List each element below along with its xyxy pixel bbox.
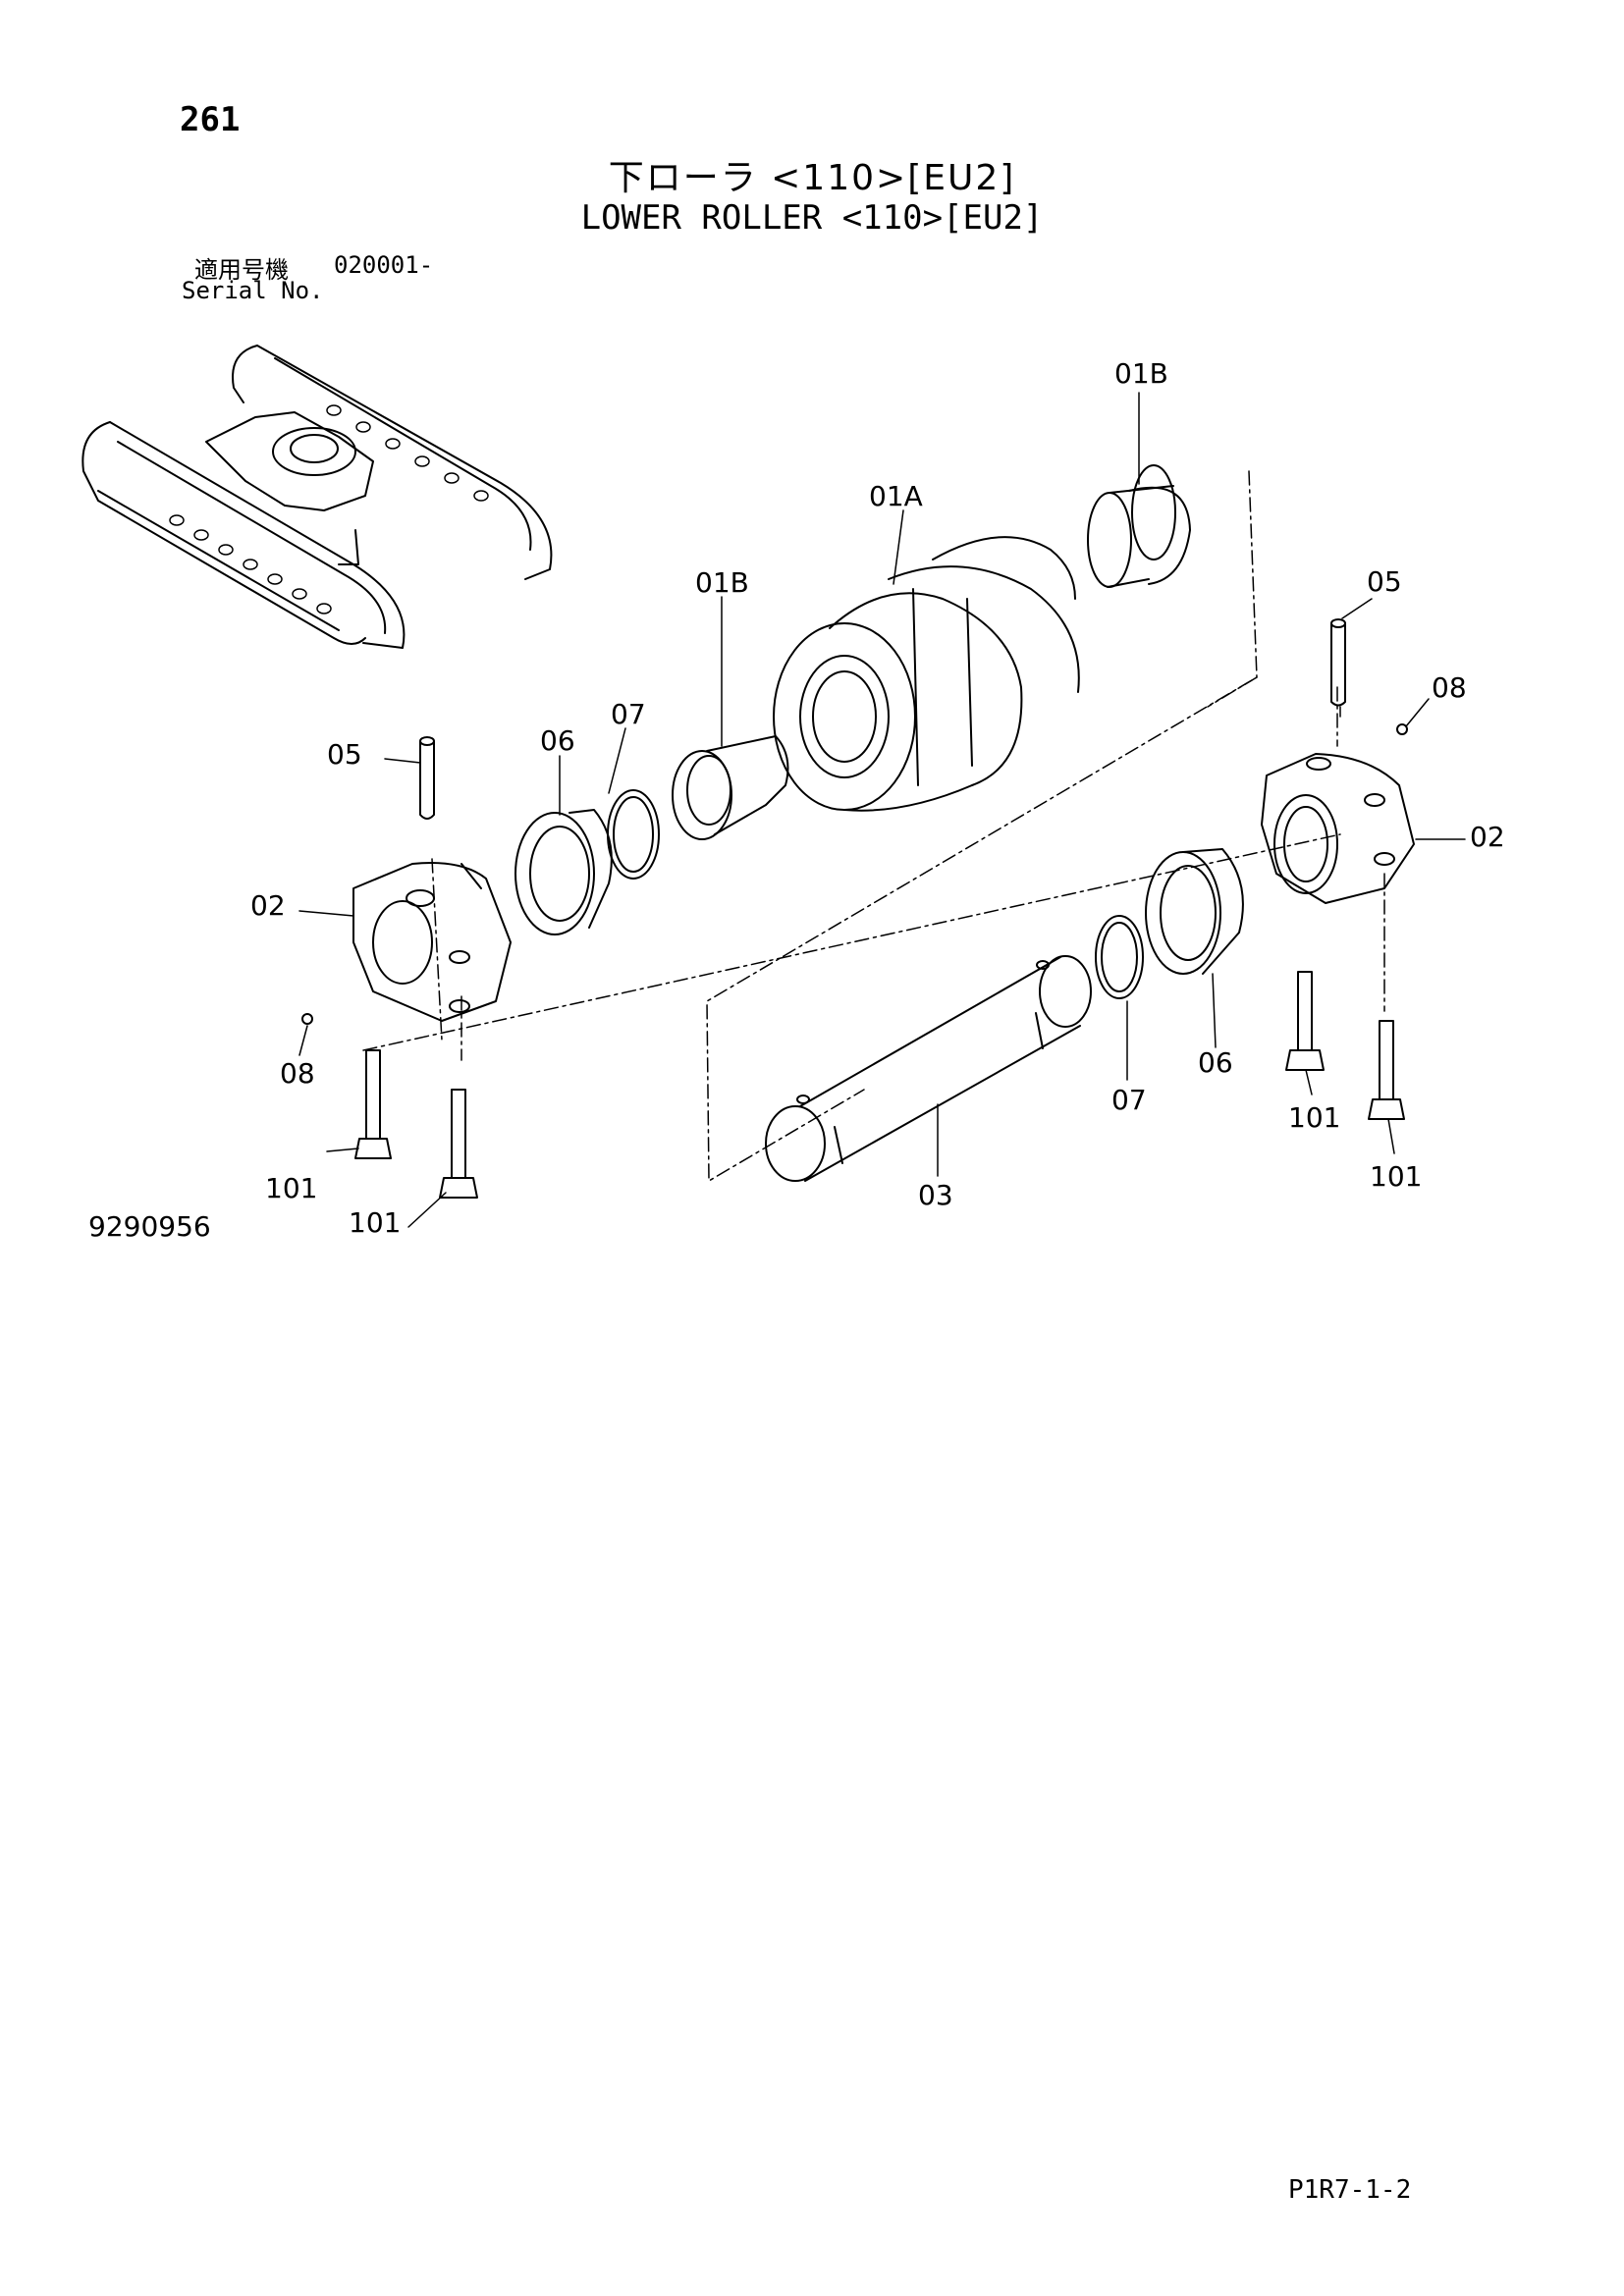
part-101-bolt-right-b <box>1368 1020 1405 1120</box>
callout-02-right: 02 <box>1470 821 1505 853</box>
part-101-bolt-left-a <box>354 1049 392 1159</box>
page-number: 261 <box>180 100 241 139</box>
part-101-bolt-right-a <box>1285 971 1325 1071</box>
part-06-seal-left <box>514 809 613 935</box>
part-01B-bushing-top <box>1087 464 1191 588</box>
part-08-grease-fitting-left <box>301 1013 313 1025</box>
callout-101-right-b: 101 <box>1370 1160 1422 1193</box>
callout-101-left-b: 101 <box>349 1206 401 1239</box>
callout-06-right: 06 <box>1198 1046 1233 1079</box>
part-02-end-collar-left <box>352 862 512 1022</box>
callout-01B-top: 01B <box>1114 357 1168 390</box>
drawing-number: 9290956 <box>88 1210 211 1243</box>
callout-07-left: 07 <box>611 698 646 730</box>
callout-05-left: 05 <box>327 738 362 771</box>
title-english: LOWER ROLLER <110>[EU2] <box>580 198 1044 238</box>
callout-02-left: 02 <box>250 889 286 922</box>
part-03-shaft <box>765 955 1092 1182</box>
callout-leader-lines <box>298 392 1466 1228</box>
part-08-grease-fitting-right <box>1396 723 1408 735</box>
callout-03: 03 <box>918 1179 953 1211</box>
callout-01A: 01A <box>869 480 923 512</box>
callout-05-right: 05 <box>1367 565 1402 598</box>
part-06-seal-right <box>1145 848 1244 975</box>
part-01B-bushing-left <box>672 735 789 840</box>
part-07-o-ring-right <box>1095 915 1144 999</box>
callout-101-right-a: 101 <box>1288 1101 1340 1134</box>
part-02-end-collar-right <box>1261 753 1415 904</box>
part-01A-roller-body <box>773 536 1080 812</box>
page-code: P1R7-1-2 <box>1288 2175 1412 2205</box>
title-japanese: 下ローラ <110>[EU2] <box>608 158 1016 198</box>
undercarriage-overview-illustration <box>81 345 553 649</box>
callout-01B-left: 01B <box>695 566 749 599</box>
serial-label-english: Serial No. <box>182 277 324 304</box>
serial-label-japanese: 適用号機 <box>194 256 289 284</box>
part-05-pin-left <box>419 736 435 820</box>
callout-labels: 01B 01A 01B 05 08 02 07 06 05 02 08 101 … <box>250 357 1505 1239</box>
callout-07-right: 07 <box>1111 1084 1147 1116</box>
part-05-pin-right <box>1330 618 1346 707</box>
part-07-o-ring-left <box>607 789 660 880</box>
callout-06-left: 06 <box>540 724 575 757</box>
callout-101-left-a: 101 <box>265 1172 317 1204</box>
part-101-bolt-left-b <box>439 1089 478 1199</box>
callout-08-right: 08 <box>1432 671 1467 704</box>
callout-08-left: 08 <box>280 1057 315 1090</box>
serial-from: 020001- <box>334 251 434 279</box>
